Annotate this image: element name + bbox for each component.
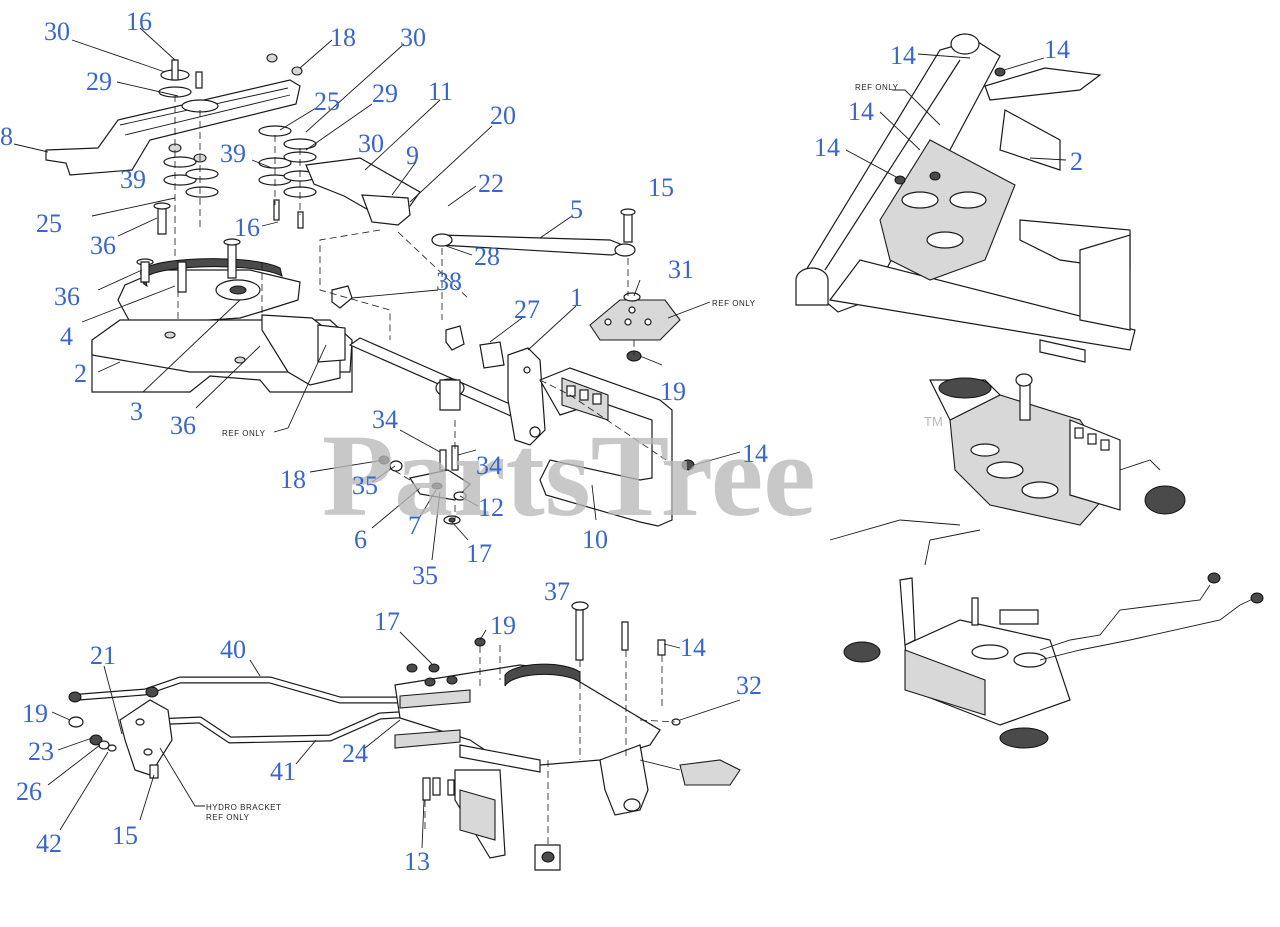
callout-35b[interactable]: 35: [412, 561, 438, 590]
callout-26[interactable]: 26: [16, 777, 42, 806]
callout-11[interactable]: 11: [428, 77, 453, 106]
callout-14c[interactable]: 14: [1044, 35, 1070, 64]
callout-labels: 30 16 18 30 29 25 29 11 20 8 39 9 30 39 …: [0, 7, 1083, 876]
callout-38[interactable]: 38: [436, 267, 462, 296]
callout-14e[interactable]: 14: [814, 133, 840, 162]
ref-note-bracket: REF ONLY: [222, 429, 266, 438]
callout-25a[interactable]: 25: [314, 87, 340, 116]
iso-view-lower: [843, 572, 1264, 749]
callout-15a[interactable]: 15: [648, 173, 674, 202]
control-assembly-installed: [879, 139, 1016, 281]
callout-9[interactable]: 9: [406, 141, 419, 170]
callout-14b[interactable]: 14: [890, 41, 916, 70]
callout-2b[interactable]: 2: [1070, 147, 1083, 176]
callout-17b[interactable]: 17: [374, 607, 400, 636]
callout-14a[interactable]: 14: [742, 439, 768, 468]
callout-23[interactable]: 23: [28, 737, 54, 766]
callout-24[interactable]: 24: [342, 739, 368, 768]
callout-30c[interactable]: 30: [358, 129, 384, 158]
frame-crossmember: [828, 259, 1136, 351]
callout-15b[interactable]: 15: [112, 821, 138, 850]
callout-3[interactable]: 3: [130, 397, 143, 426]
callout-18a[interactable]: 18: [330, 23, 356, 52]
callout-14f[interactable]: 14: [680, 633, 706, 662]
callout-36b[interactable]: 36: [54, 282, 80, 311]
ref-note-gear: REF ONLY: [712, 299, 756, 308]
callout-16a[interactable]: 16: [126, 7, 152, 36]
callout-4[interactable]: 4: [60, 322, 73, 351]
ref-note-frame: REF ONLY: [855, 83, 899, 92]
callout-37[interactable]: 37: [544, 577, 570, 606]
callout-36c[interactable]: 36: [170, 411, 196, 440]
callout-10[interactable]: 10: [582, 525, 608, 554]
callout-41[interactable]: 41: [270, 757, 296, 786]
callout-35a[interactable]: 35: [352, 471, 378, 500]
callout-18b[interactable]: 18: [280, 465, 306, 494]
hydro-bracket-ref: [119, 699, 173, 776]
upper-bracket-part: [45, 79, 301, 176]
gear-segment-ref-part: [589, 299, 681, 341]
callout-12[interactable]: 12: [478, 493, 504, 522]
lower-exploded-assembly: [47, 601, 741, 871]
link-rod-part: [439, 234, 632, 256]
callout-2a[interactable]: 2: [74, 359, 87, 388]
callout-32[interactable]: 32: [736, 671, 762, 700]
control-lever-part: [507, 347, 546, 446]
callout-39b[interactable]: 39: [220, 139, 246, 168]
callout-19c[interactable]: 19: [22, 699, 48, 728]
callout-29b[interactable]: 29: [372, 79, 398, 108]
callout-42[interactable]: 42: [36, 829, 62, 858]
hydro-bracket-note: HYDRO BRACKET: [206, 803, 281, 812]
callout-6[interactable]: 6: [354, 525, 367, 554]
callout-5[interactable]: 5: [570, 195, 583, 224]
callout-40[interactable]: 40: [220, 635, 246, 664]
callout-13[interactable]: 13: [404, 847, 430, 876]
gear-teeth-part: [140, 258, 283, 287]
callout-29a[interactable]: 29: [86, 67, 112, 96]
callout-17a[interactable]: 17: [466, 539, 492, 568]
callout-21[interactable]: 21: [90, 641, 116, 670]
callout-28[interactable]: 28: [474, 242, 500, 271]
watermark-text: PartsTree: [322, 410, 816, 541]
callout-1[interactable]: 1: [570, 283, 583, 312]
hydro-bracket-ref-note: REF ONLY: [206, 813, 250, 822]
callout-16b[interactable]: 16: [234, 213, 260, 242]
callout-14d[interactable]: 14: [848, 97, 874, 126]
callout-31[interactable]: 31: [668, 255, 694, 284]
callout-7[interactable]: 7: [408, 511, 421, 540]
callout-30b[interactable]: 30: [400, 23, 426, 52]
callout-8[interactable]: 8: [0, 122, 13, 151]
iso-view-upper: [829, 373, 1186, 566]
main-exploded-assembly: [13, 27, 741, 561]
callout-39a[interactable]: 39: [120, 165, 146, 194]
callout-19a[interactable]: 19: [660, 377, 686, 406]
watermark-tm: TM: [924, 414, 943, 429]
callout-36a[interactable]: 36: [90, 231, 116, 260]
callout-22[interactable]: 22: [478, 169, 504, 198]
callout-34b[interactable]: 34: [476, 451, 502, 480]
callout-25b[interactable]: 25: [36, 209, 62, 238]
callout-34a[interactable]: 34: [372, 405, 398, 434]
callout-27[interactable]: 27: [514, 295, 540, 324]
callout-20[interactable]: 20: [490, 101, 516, 130]
frame-view: [795, 33, 1136, 363]
callout-30a[interactable]: 30: [44, 17, 70, 46]
callout-19b[interactable]: 19: [490, 611, 516, 640]
